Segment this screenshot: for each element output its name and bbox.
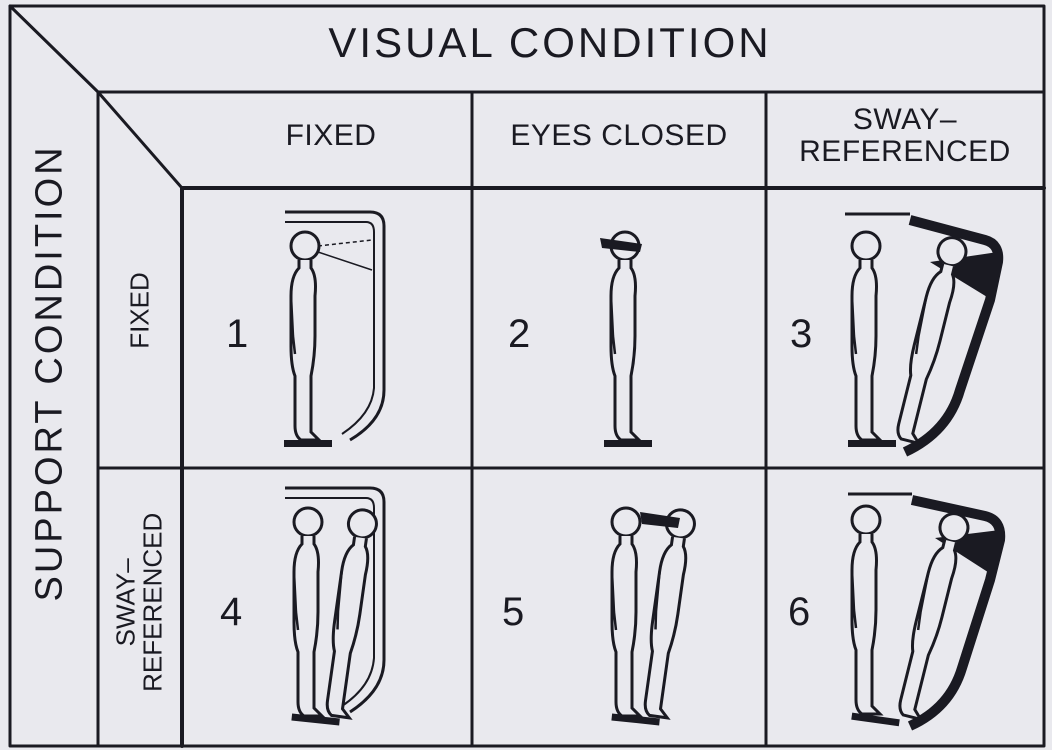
condition-number-6: 6 bbox=[788, 590, 811, 634]
visual-surround-icon bbox=[285, 486, 386, 714]
standing-figure-icon bbox=[850, 504, 882, 716]
sway-figure-icon bbox=[889, 233, 971, 445]
condition-number-1: 1 bbox=[226, 312, 249, 356]
condition-number-2: 2 bbox=[508, 312, 531, 356]
outer-frame bbox=[8, 4, 1046, 748]
row-axis-title: SUPPORT CONDITION bbox=[28, 144, 71, 602]
sway-figure-icon bbox=[891, 509, 973, 721]
visual-surround-icon bbox=[907, 495, 1006, 731]
sway-figure-icon bbox=[638, 506, 698, 720]
cell-2-illustration bbox=[600, 230, 652, 447]
corner-diagonal-outer bbox=[8, 4, 100, 94]
column-header-sway-line2: REFERENCED bbox=[799, 135, 1011, 169]
standing-figure-icon bbox=[289, 230, 321, 442]
condition-number-5: 5 bbox=[502, 590, 525, 634]
row-header-fixed: FIXED bbox=[124, 272, 155, 349]
cell-5-illustration bbox=[610, 506, 698, 726]
blindfolded-figure-icon bbox=[609, 230, 641, 442]
row-header-sway-line1: SWAY– bbox=[110, 558, 141, 647]
column-header-eyes-closed: EYES CLOSED bbox=[510, 119, 728, 152]
column-header-sway-referenced: SWAY– REFERENCED bbox=[766, 103, 1044, 169]
column-header-sway-line1: SWAY– bbox=[852, 103, 958, 136]
standing-figure-icon bbox=[292, 506, 324, 718]
force-platform-icon bbox=[604, 440, 652, 447]
corner-diagonal-inner bbox=[96, 90, 184, 190]
visual-surround-icon bbox=[285, 210, 386, 442]
standing-figure-icon bbox=[850, 230, 882, 442]
row-header-sway-line2: REFERENCED bbox=[138, 512, 168, 692]
cell-3-illustration bbox=[845, 212, 1004, 457]
visual-surround-icon bbox=[902, 215, 1004, 457]
column-header-fixed: FIXED bbox=[285, 119, 377, 152]
condition-number-4: 4 bbox=[220, 590, 243, 634]
sway-figure-icon bbox=[320, 506, 380, 720]
force-platform-icon bbox=[848, 440, 896, 447]
diagram-title: VISUAL CONDITION bbox=[328, 19, 772, 66]
cell-6-illustration bbox=[848, 492, 1006, 731]
condition-number-3: 3 bbox=[790, 312, 813, 356]
blindfolded-figure-icon bbox=[610, 506, 642, 718]
row-header-sway-referenced: SWAY– REFERENCED bbox=[110, 492, 168, 712]
cell-4-illustration bbox=[285, 486, 386, 726]
cell-1-illustration bbox=[284, 210, 386, 447]
force-platform-icon bbox=[284, 440, 332, 447]
